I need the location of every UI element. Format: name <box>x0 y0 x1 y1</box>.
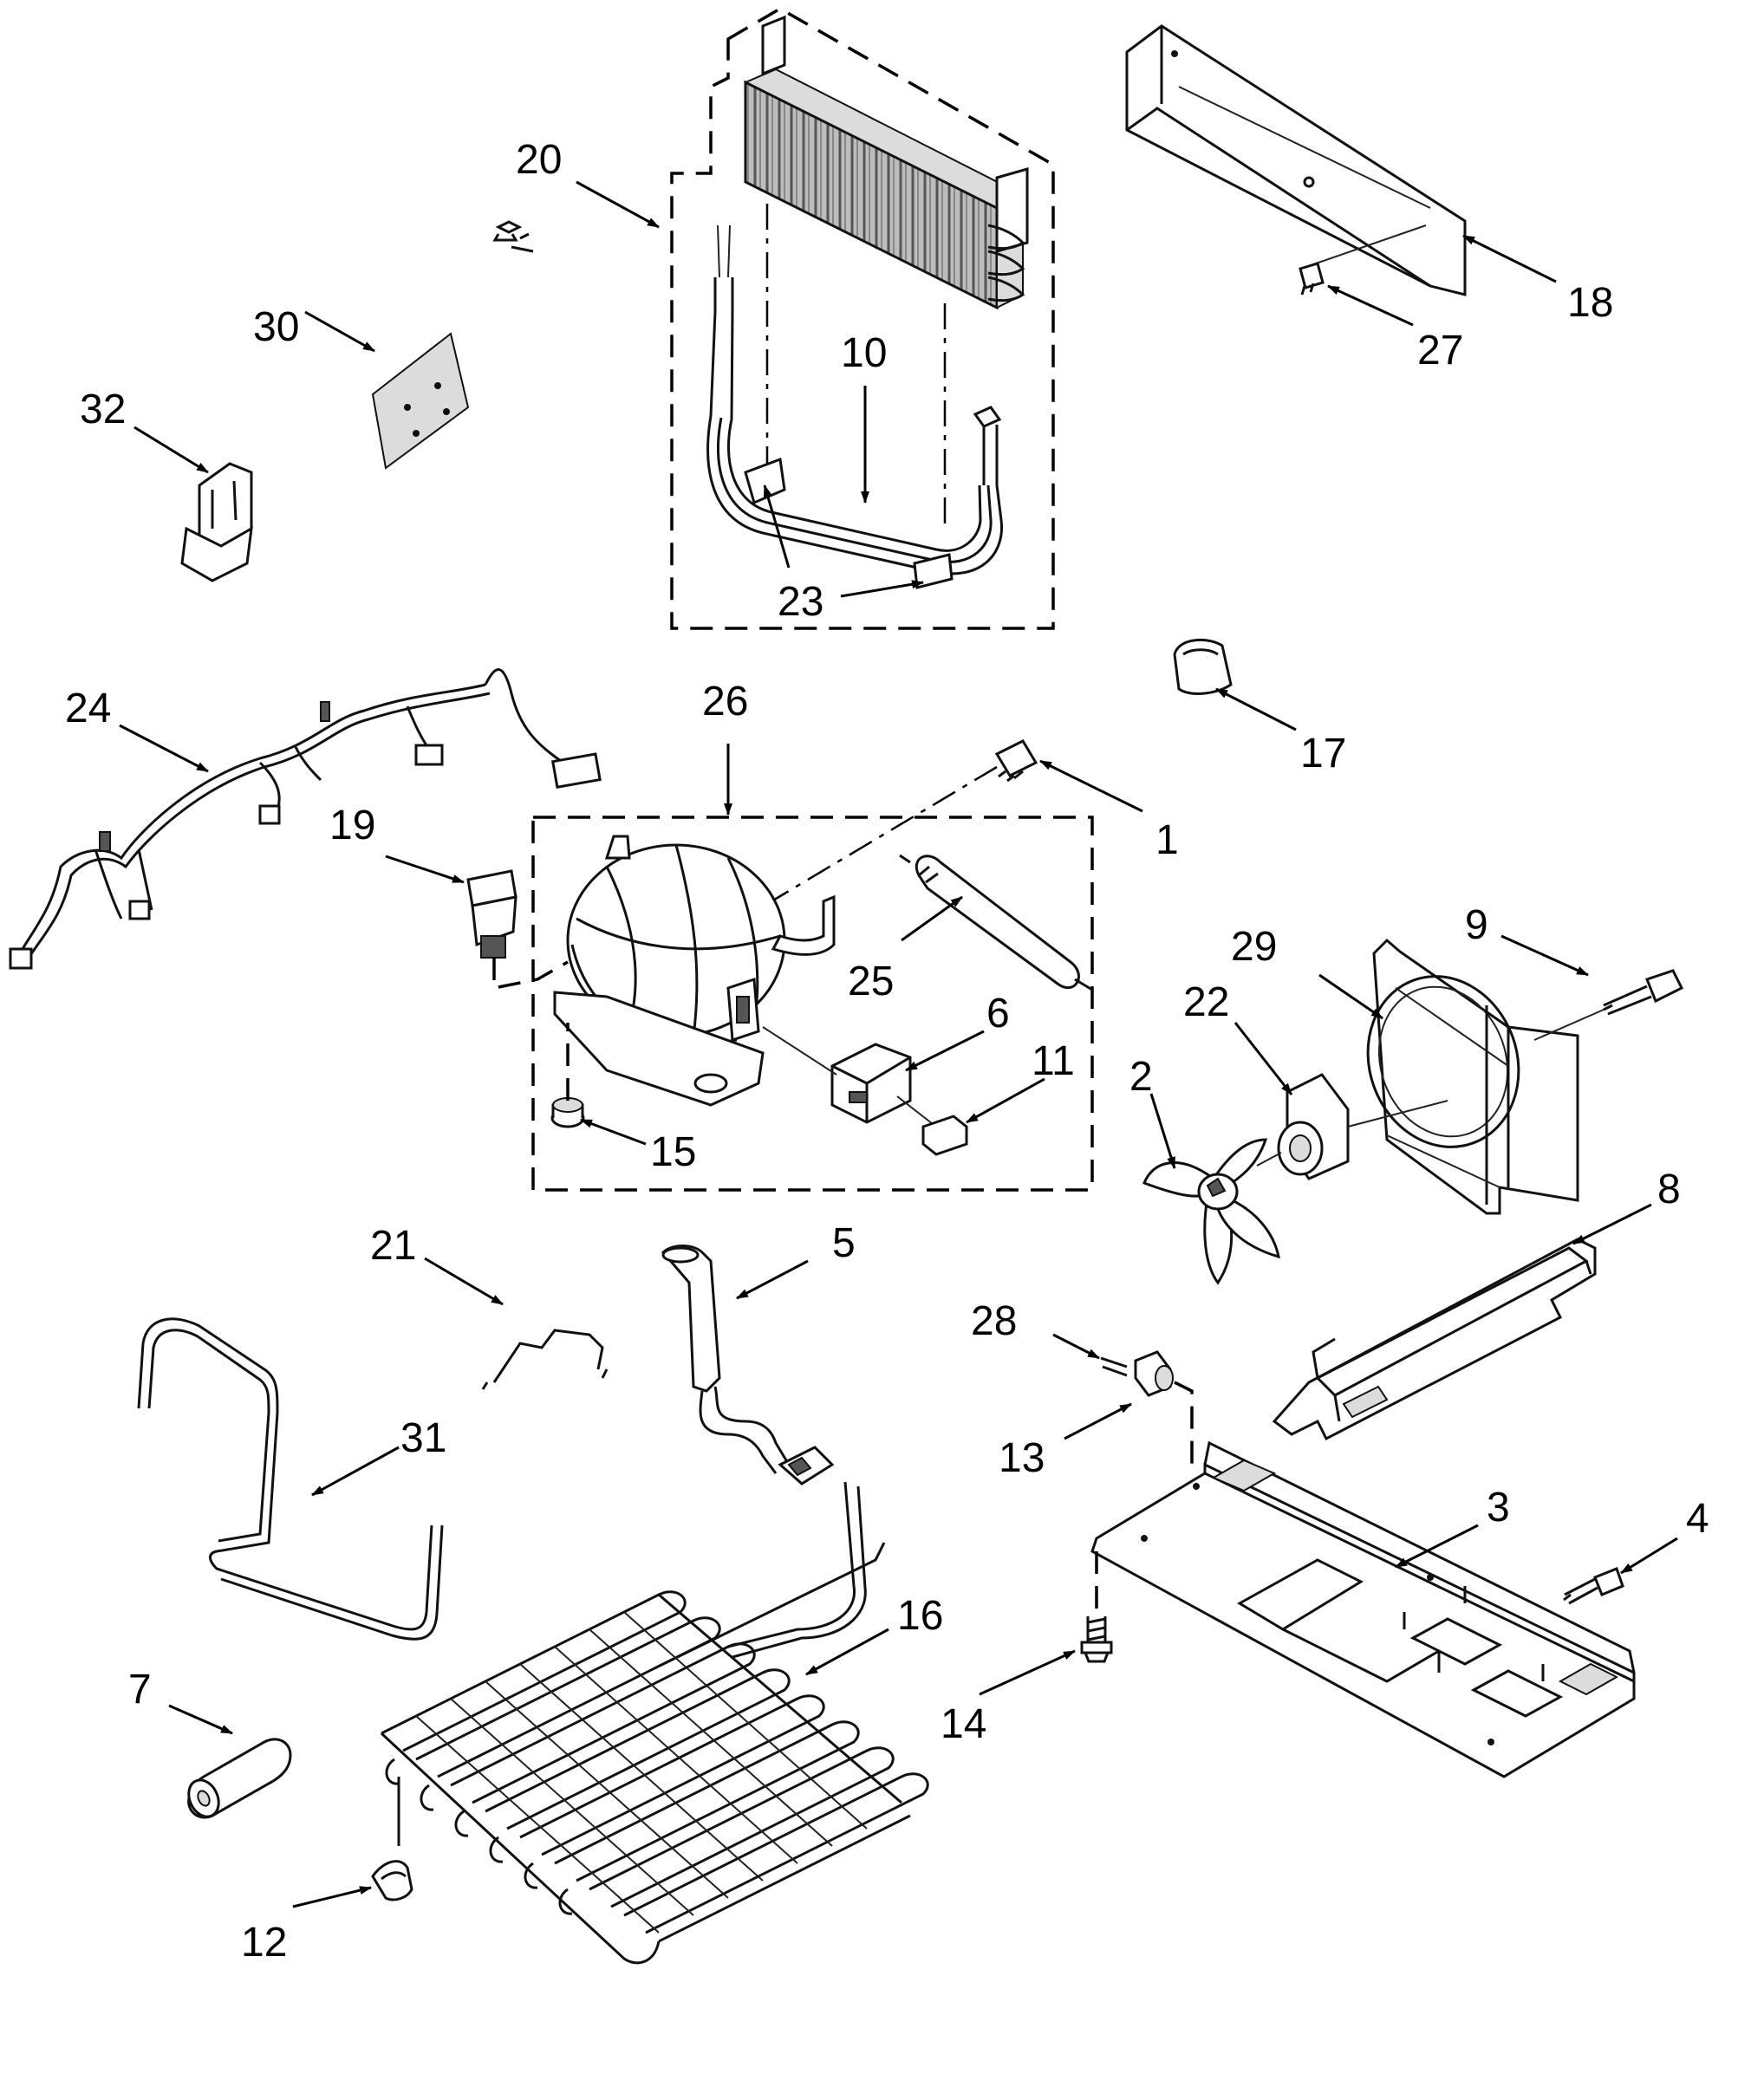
grommet-part <box>550 1023 585 1128</box>
callout-7: 7 <box>128 1667 152 1713</box>
callout-1: 1 <box>1155 817 1179 863</box>
callout-27: 27 <box>1417 328 1463 374</box>
parts-28-13 <box>1100 1350 1194 1465</box>
part-7 <box>187 1738 292 1819</box>
callout-14: 14 <box>941 1701 986 1747</box>
condenser-rows <box>381 1590 929 1943</box>
callout-29: 29 <box>1231 924 1277 970</box>
callout-2: 2 <box>1129 1054 1153 1100</box>
wire-part-21 <box>481 1329 609 1390</box>
compressor-part <box>553 835 836 1107</box>
small-bracket-parts <box>180 332 470 582</box>
wire-harness <box>9 668 602 970</box>
drier-part <box>899 854 1093 991</box>
callout-26: 26 <box>702 679 748 725</box>
callout-5: 5 <box>832 1220 856 1266</box>
callout-4: 4 <box>1686 1496 1709 1542</box>
callout-28: 28 <box>971 1298 1017 1344</box>
callout-22: 22 <box>1183 979 1229 1025</box>
screw-part-14 <box>1080 1551 1113 1663</box>
callout-20: 20 <box>516 137 562 183</box>
callout-11: 11 <box>1032 1038 1075 1084</box>
callout-8: 8 <box>1657 1167 1681 1212</box>
callout-25: 25 <box>848 959 894 1004</box>
drain-pan <box>1272 1238 1597 1441</box>
callout-13: 13 <box>999 1435 1045 1481</box>
tube-part-31 <box>137 1317 444 1641</box>
callout-15: 15 <box>650 1129 696 1175</box>
callout-16: 16 <box>897 1593 943 1639</box>
base-plate <box>1090 1440 1636 1778</box>
compressor-assembly-box <box>531 816 1094 1192</box>
leader-arrows <box>119 180 1678 1908</box>
callout-19: 19 <box>329 803 375 848</box>
screw-part <box>771 739 1038 903</box>
callout-23: 23 <box>778 579 823 625</box>
fan-shroud <box>1366 938 1579 1215</box>
clip-part <box>1173 638 1233 695</box>
callout-31: 31 <box>400 1415 446 1461</box>
relay-capacitor <box>762 1026 968 1156</box>
callout-32: 32 <box>80 387 126 432</box>
callout-24: 24 <box>65 686 111 731</box>
callout-9: 9 <box>1465 902 1488 948</box>
callout-12: 12 <box>241 1920 287 1966</box>
screw-part-4 <box>1563 1567 1624 1605</box>
callout-18: 18 <box>1567 280 1613 326</box>
condenser-coil <box>380 1481 929 1965</box>
part-19 <box>466 869 569 991</box>
callout-labels: 20 10 23 18 27 30 32 24 26 17 1 19 25 29… <box>65 137 1709 1966</box>
drain-tube <box>661 1245 835 1485</box>
callout-3: 3 <box>1487 1485 1510 1531</box>
fan-motor <box>1256 1073 1448 1180</box>
screw-part-9 <box>1533 969 1684 1041</box>
callout-10: 10 <box>841 330 887 376</box>
callout-21: 21 <box>370 1223 416 1269</box>
cover-part <box>1125 24 1467 296</box>
callout-6: 6 <box>986 991 1010 1037</box>
part-12 <box>371 1777 413 1901</box>
callout-30: 30 <box>253 304 299 350</box>
callout-17: 17 <box>1300 731 1346 777</box>
evaporator-assembly <box>492 6 1055 630</box>
fan-blade <box>1142 1138 1280 1285</box>
